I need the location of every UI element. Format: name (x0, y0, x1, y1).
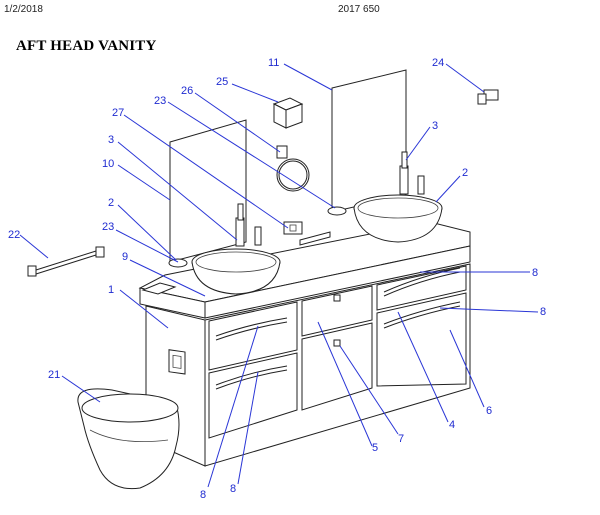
left-mirror (169, 119, 247, 263)
callout-26: 26 (181, 85, 193, 97)
callout-23-right: 23 (154, 95, 166, 107)
callout-5: 5 (372, 442, 378, 454)
soap-dish-right (327, 206, 347, 216)
callout-25: 25 (216, 76, 228, 88)
callout-10: 10 (102, 158, 114, 170)
backsplash-strip (299, 231, 331, 246)
light-switch (283, 221, 303, 235)
towel-ring (276, 145, 310, 192)
callout-3-left: 3 (108, 134, 114, 146)
left-faucet (235, 203, 262, 247)
callout-23-left: 23 (102, 221, 114, 233)
callout-27: 27 (112, 107, 124, 119)
gfi-outlet (168, 349, 186, 375)
callout-2-left: 2 (108, 197, 114, 209)
leader-lines (19, 63, 539, 488)
left-vessel-sink (191, 248, 281, 295)
right-mirror (331, 69, 407, 213)
callout-24: 24 (432, 57, 444, 69)
callout-1: 1 (108, 284, 114, 296)
callout-7: 7 (398, 433, 404, 445)
callout-8-lower-right: 8 (540, 306, 546, 318)
callout-6: 6 (486, 405, 492, 417)
towel-bar (27, 246, 105, 277)
callout-22: 22 (8, 229, 20, 241)
callout-8-upper-right: 8 (532, 267, 538, 279)
callout-2-right: 2 (462, 167, 468, 179)
document-code: 2017 650 (338, 4, 380, 15)
print-date: 1/2/2018 (4, 4, 43, 15)
callout-4: 4 (449, 419, 455, 431)
callout-3-right: 3 (432, 120, 438, 132)
tumbler-holder (272, 97, 304, 129)
robe-hook (477, 89, 499, 105)
callout-21: 21 (48, 369, 60, 381)
soap-dish-left (168, 258, 188, 268)
callout-11: 11 (268, 57, 279, 69)
callout-8-left: 8 (200, 489, 206, 501)
callout-9: 9 (122, 251, 128, 263)
callout-8-lower-left: 8 (230, 483, 236, 495)
right-faucet (399, 151, 425, 195)
page-title: AFT HEAD VANITY (16, 38, 157, 54)
right-vessel-sink (353, 194, 443, 243)
toilet (77, 388, 180, 490)
callout-numbers: 22 1 2 23 3 10 27 23 26 25 11 24 3 2 9 8… (8, 57, 546, 501)
